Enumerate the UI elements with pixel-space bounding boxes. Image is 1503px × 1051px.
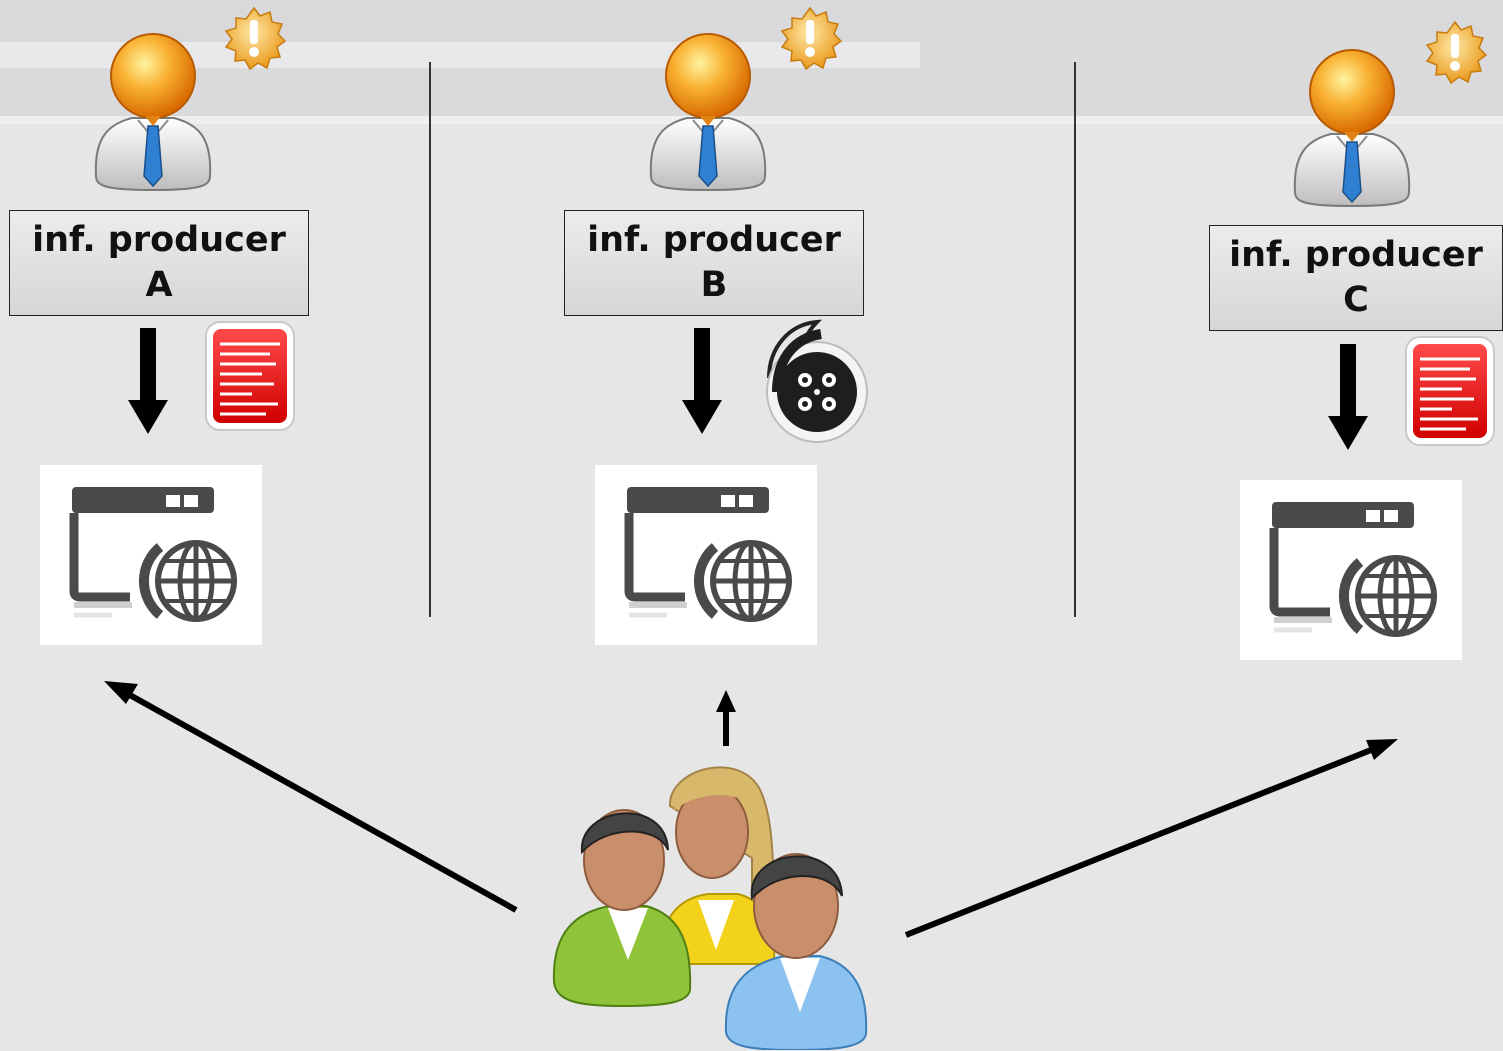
producer-b-website-tile [595,465,817,645]
arrow-to-website-c [904,739,1398,938]
producer-b-label: inf. producer B [587,220,841,305]
producer-a-website-tile [40,465,262,645]
producer-c-label: inf. producer C [1229,235,1483,320]
column-divider-1 [429,62,431,617]
background-band-edge [0,116,1503,124]
producer-c-label-box: inf. producer C [1209,225,1503,331]
column-divider-2 [1074,62,1076,617]
producer-c-website-tile [1240,480,1462,660]
user-group-icon [552,766,868,1050]
arrow-to-website-a [104,681,518,913]
producer-b-label-box: inf. producer B [564,210,864,316]
arrow-to-website-b [716,690,736,746]
background-band-right [920,42,1503,68]
producer-a-label-box: inf. producer A [9,210,309,316]
producer-a-label: inf. producer A [32,220,286,305]
background-band-mid [0,68,1503,116]
